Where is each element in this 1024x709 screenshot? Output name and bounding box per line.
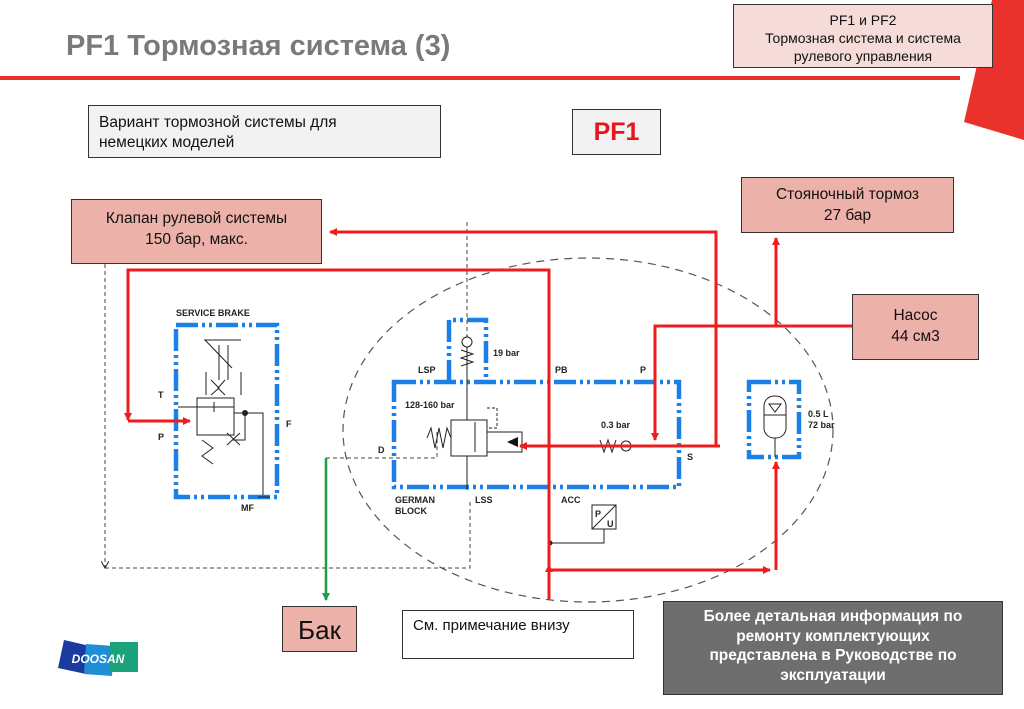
variant-line-2: немецких моделей — [99, 134, 235, 151]
label-block: BLOCK — [395, 506, 427, 516]
label-port-f: F — [286, 419, 292, 429]
pump-line-2: 44 см3 — [891, 328, 940, 345]
pump-box: Насос 44 см3 — [852, 294, 979, 360]
reference-line-3: рулевого управления — [793, 48, 933, 64]
note-box: См. примечание внизу — [402, 610, 634, 659]
german-block-boundary — [342, 257, 834, 603]
parking-line-2: 27 бар — [823, 207, 872, 224]
model-label: PF1 — [572, 109, 661, 155]
accumulator-block — [746, 379, 802, 460]
service-brake-block — [173, 322, 280, 500]
page-title: PF1 Тормозная система (3) — [66, 30, 451, 62]
label-german: GERMAN — [395, 495, 435, 505]
info-line-1: Более детальная информация по — [703, 608, 963, 625]
pressure-sensor — [550, 504, 617, 544]
label-port-s: S — [687, 452, 693, 462]
label-p: P — [640, 365, 646, 375]
reference-line-1: PF1 и PF2 — [829, 12, 897, 28]
label-relief-128: 128-160 bar — [405, 400, 455, 410]
label-accum-pressure: 72 bar — [808, 420, 835, 430]
pressure-lines — [124, 228, 852, 600]
info-line-2: ремонту комплектующих — [736, 627, 930, 645]
label-lsp: LSP — [418, 365, 436, 375]
tank-box: Бак — [282, 606, 357, 652]
label-check-03: 0.3 bar — [601, 420, 631, 430]
reference-box: PF1 и PF2 Тормозная система и система ру… — [733, 4, 993, 68]
steering-line-1: Клапан рулевой системы — [105, 210, 288, 227]
info-line-3: представлена в Руководстве по — [709, 647, 957, 664]
german-block — [391, 317, 682, 490]
steering-valve-box: Клапан рулевой системы 150 бар, макс. — [71, 199, 322, 264]
doosan-logo: DOOSAN — [58, 640, 138, 676]
logo-text: DOOSAN — [72, 652, 125, 666]
service-brake-valve — [178, 339, 270, 498]
label-port-t: T — [158, 390, 164, 400]
info-line-4: эксплуатации — [780, 666, 886, 684]
label-accum-volume: 0.5 L — [808, 409, 829, 419]
pump-line-1: Насос — [893, 307, 938, 324]
label-port-mf: MF — [241, 503, 254, 513]
info-box: Более детальная информация по ремонту ко… — [663, 601, 1003, 695]
german-block-valves — [426, 335, 787, 490]
label-sensor-p: P — [595, 509, 601, 519]
junction-dot — [242, 410, 248, 416]
reference-line-2: Тормозная система и система — [765, 30, 961, 46]
corner-decoration — [964, 0, 1024, 140]
pilot-arrow — [507, 437, 518, 447]
label-acc: ACC — [561, 495, 581, 505]
steering-line-2: 150 бар, макс. — [145, 231, 248, 248]
label-pb: PB — [555, 365, 568, 375]
label-lss: LSS — [475, 495, 493, 505]
label-port-p: P — [158, 432, 164, 442]
parking-brake-box: Стояночный тормоз 27 бар — [741, 177, 954, 233]
parking-line-1: Стояночный тормоз — [775, 186, 920, 203]
header-divider — [0, 76, 960, 80]
variant-box: Вариант тормозной системы для немецких м… — [88, 105, 441, 158]
label-relief-19: 19 bar — [493, 348, 520, 358]
label-port-d: D — [378, 445, 385, 455]
label-service-brake: SERVICE BRAKE — [176, 308, 250, 318]
variant-line-1: Вариант тормозной системы для — [99, 114, 337, 131]
label-sensor-u: U — [607, 519, 614, 529]
